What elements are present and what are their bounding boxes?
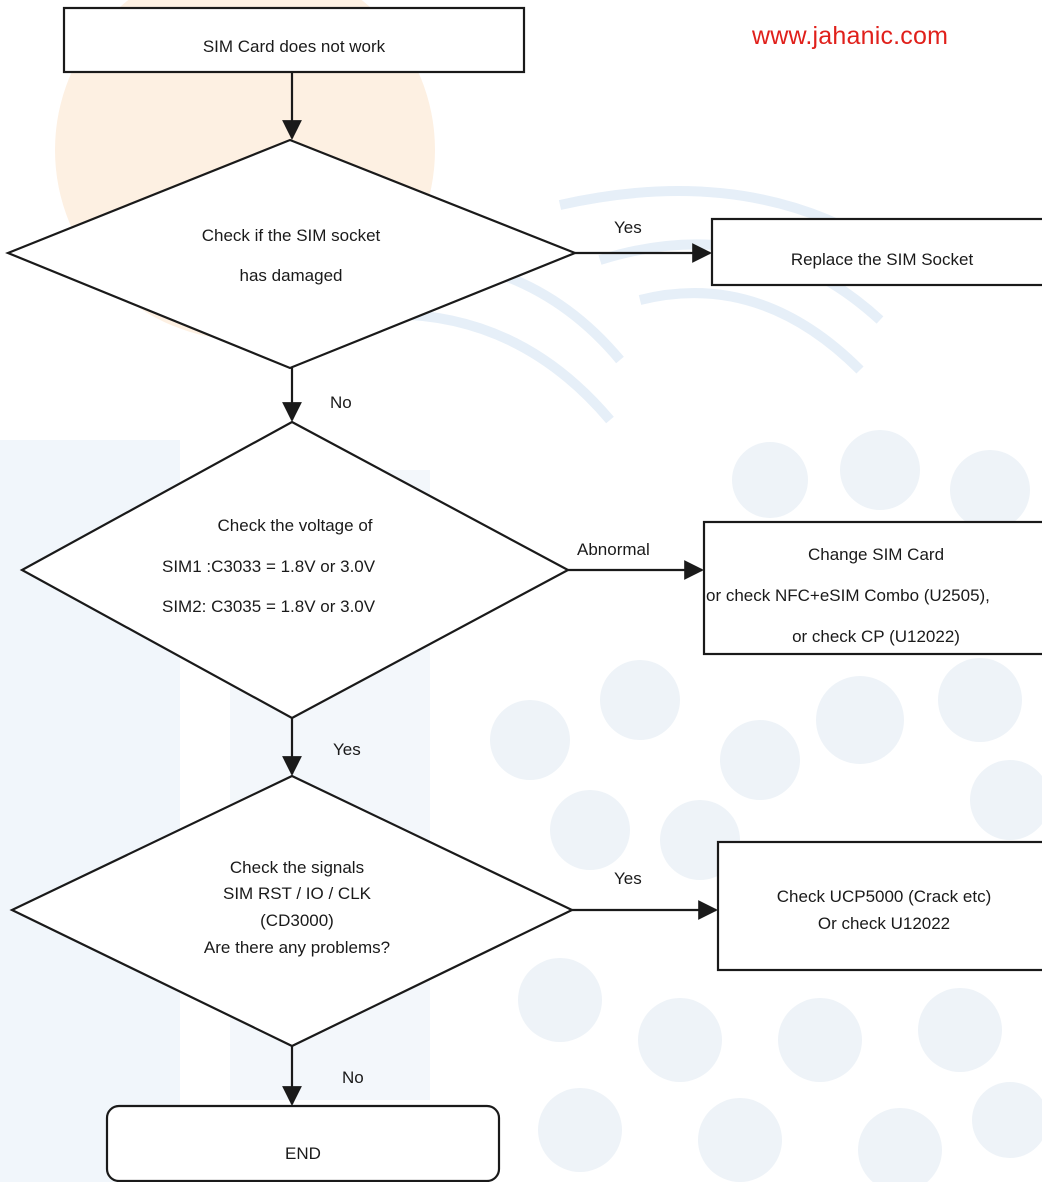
change-sim-line2: or check NFC+eSIM Combo (U2505), xyxy=(706,586,990,605)
check-ucp-line1: Check UCP5000 (Crack etc) xyxy=(776,887,992,906)
end-label: END xyxy=(285,1144,321,1163)
end-terminator xyxy=(105,1104,501,1182)
check-ucp-line2: Or check U12022 xyxy=(817,914,951,933)
socket-decision-diamond xyxy=(5,138,578,370)
voltage-decision-line3: SIM2: C3035 = 1.8V or 3.0V xyxy=(162,597,376,616)
change-sim-line1: Change SIM Card xyxy=(807,545,945,564)
start-box xyxy=(62,6,526,74)
signals-decision-line2: SIM RST / IO / CLK xyxy=(223,884,371,903)
edge-label-socket-no: No xyxy=(330,393,352,412)
replace-socket-box xyxy=(710,217,1042,287)
socket-decision-line2: has damaged xyxy=(239,266,343,285)
check-ucp-box xyxy=(716,840,1042,972)
edge-label-signals-yes: Yes xyxy=(614,869,642,888)
voltage-decision-line1: Check the voltage of xyxy=(217,516,373,535)
change-sim-box xyxy=(702,520,1042,656)
watermark-url: www.jahanic.com xyxy=(752,22,949,50)
replace-socket-label: Replace the SIM Socket xyxy=(790,250,974,269)
edge-label-signals-no: No xyxy=(342,1068,364,1087)
edge-label-socket-yes: Yes xyxy=(614,218,642,237)
edge-label-voltage-abnormal: Abnormal xyxy=(577,540,650,559)
signals-decision-line3: (CD3000) xyxy=(260,911,334,930)
watermark-dots xyxy=(420,430,1042,1182)
voltage-decision-line2: SIM1 :C3033 = 1.8V or 3.0V xyxy=(162,557,376,576)
signals-decision-line4: Are there any problems? xyxy=(203,938,391,957)
signals-decision-line1: Check the signals xyxy=(229,858,365,877)
edge-label-voltage-yes: Yes xyxy=(333,740,361,759)
change-sim-line3: or check CP (U12022) xyxy=(792,627,960,646)
socket-decision-line1: Check if the SIM socket xyxy=(201,226,381,245)
start-label: SIM Card does not work xyxy=(202,37,386,56)
